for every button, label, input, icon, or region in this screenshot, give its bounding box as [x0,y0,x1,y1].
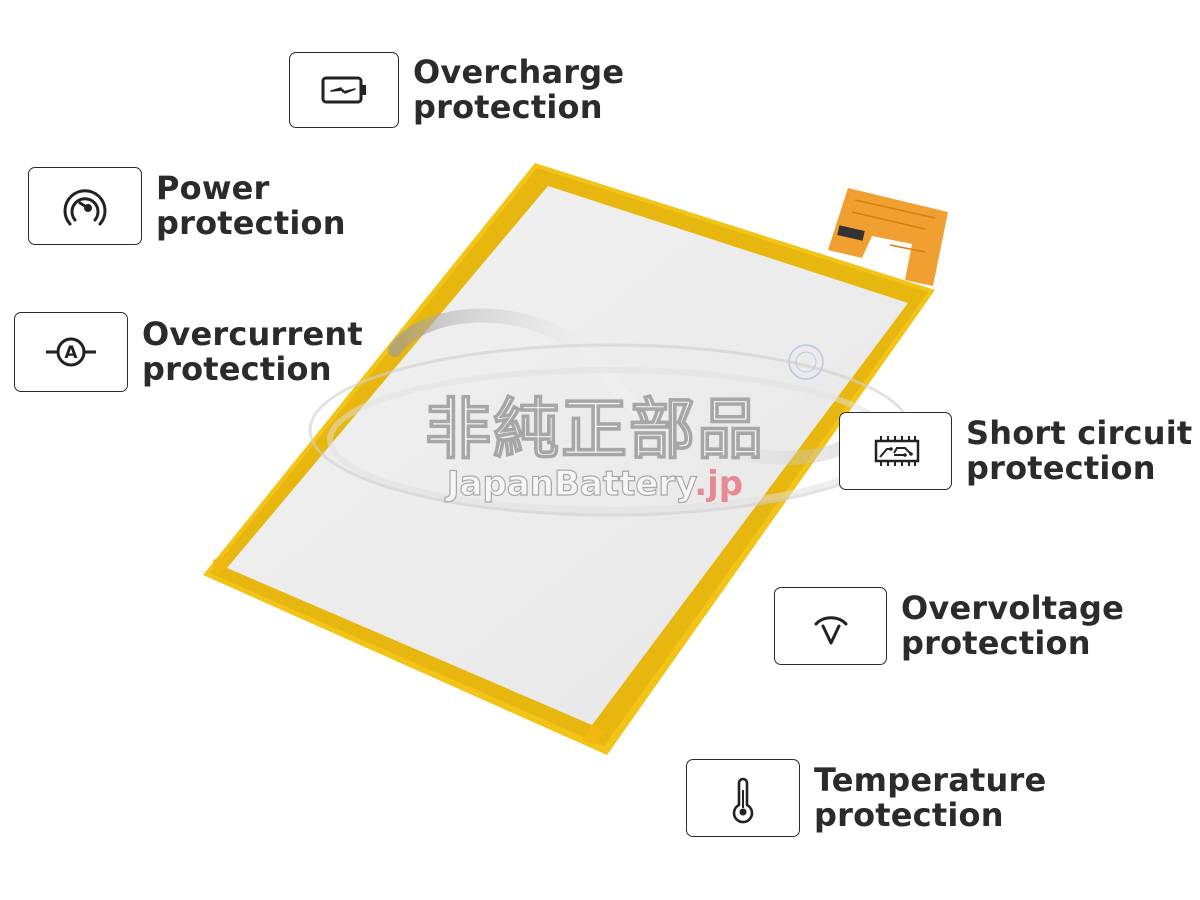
feature-power: Power protection [28,167,346,245]
battery-charging-icon [321,76,366,104]
watermark-brand: JapanBattery.jp [446,464,744,504]
icon-box: A [14,312,128,392]
icon-box [774,587,887,665]
icon-box [28,167,142,245]
feature-label: Overvoltage protection [901,589,1125,662]
svg-text:A: A [64,343,78,363]
feature-overcurrent: A Overcurrent protection [14,312,363,392]
feature-label: Power protection [156,169,346,242]
icon-box [686,759,800,837]
flex-cable [828,188,948,286]
icon-box [839,412,952,490]
watermark: 非純正部品 JapanBattery.jp [405,391,785,504]
ammeter-icon: A [46,337,96,367]
thermometer-icon [732,777,754,824]
feature-label: Overcurrent protection [142,315,363,388]
feature-label: Temperature protection [814,761,1047,834]
feature-short-circuit: Short circuit protection [839,412,1192,490]
battery-face [227,186,908,725]
feature-label: Short circuit protection [966,414,1193,487]
feature-overcharge: Overcharge protection [289,52,624,128]
watermark-japanese: 非純正部品 [424,391,765,468]
icon-box [289,52,399,128]
feature-temperature: Temperature protection [686,759,1046,837]
feature-overvoltage: Overvoltage protection [774,587,1124,665]
feature-label: Overcharge protection [413,53,625,126]
voltage-icon [814,616,847,645]
gauge-icon [63,189,107,226]
circuit-board-icon [874,436,919,466]
